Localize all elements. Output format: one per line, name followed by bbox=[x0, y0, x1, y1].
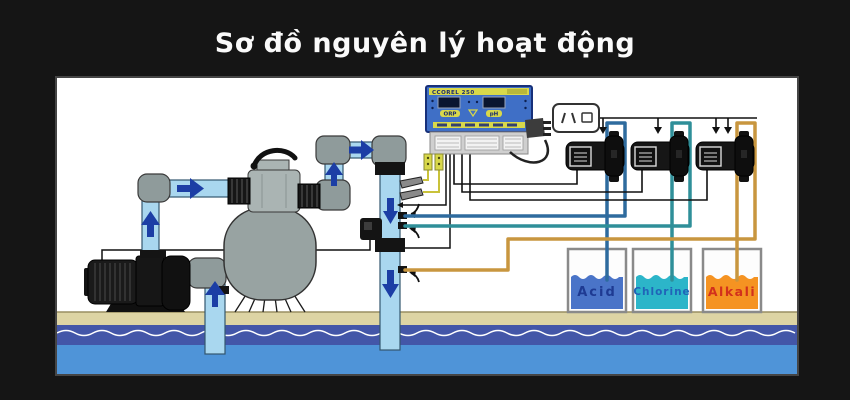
alkali-label: Alkali bbox=[708, 284, 756, 299]
chlorine-liquid bbox=[636, 275, 688, 309]
ph-probe bbox=[399, 188, 424, 201]
valve-couplings bbox=[227, 177, 321, 209]
pool-dosing-diagram: Acid Chlorine Alkali bbox=[57, 85, 797, 374]
alkali-tube bbox=[403, 121, 757, 282]
pump3-control-wire bbox=[469, 154, 708, 201]
flow-arrow-down-return-2 bbox=[382, 270, 399, 298]
pipe-coupling-mid bbox=[375, 238, 405, 252]
chemical-container-alkali: Alkali bbox=[701, 247, 763, 314]
alkali-liquid bbox=[706, 275, 758, 309]
controller-flowsensor-wire bbox=[405, 154, 451, 249]
wave-line bbox=[57, 329, 796, 337]
acid-tube bbox=[403, 121, 627, 282]
pump2-control-wire bbox=[461, 154, 643, 193]
multiport-valve bbox=[227, 148, 321, 213]
pipe-coupling-top bbox=[375, 162, 405, 175]
power-and-control-wires bbox=[453, 117, 757, 201]
flow-arrow-right-top bbox=[349, 140, 374, 160]
controller-header bbox=[429, 88, 529, 95]
pump1-control-wire bbox=[453, 154, 578, 185]
chemical-container-chlorine: Chlorine bbox=[631, 247, 693, 314]
chlorine-tube bbox=[403, 121, 692, 282]
ph-label: pH bbox=[490, 112, 499, 118]
power-outlet bbox=[552, 103, 600, 133]
return-pipe-fittings bbox=[360, 162, 424, 283]
dosing-pump-alkali bbox=[695, 131, 755, 182]
flow-arrows bbox=[141, 140, 399, 307]
chlorine-label: Chlorine bbox=[633, 286, 690, 298]
page-title: Sơ đồ nguyên lý hoạt động bbox=[214, 28, 636, 59]
sensor-signal-wires bbox=[397, 154, 451, 249]
orp-probe bbox=[399, 176, 424, 189]
dosing-controller: CCOREL 250 ORP pH bbox=[423, 85, 550, 171]
orp-label: ORP bbox=[444, 112, 457, 118]
dosing-pump-chlorine bbox=[630, 131, 690, 182]
chemical-tubes bbox=[403, 121, 757, 282]
return-pipe bbox=[379, 163, 401, 351]
valve-handle bbox=[251, 148, 298, 169]
pool-pump bbox=[84, 250, 191, 312]
filter-tank bbox=[223, 207, 317, 301]
flow-arrow-up-suction bbox=[205, 281, 225, 307]
dosing-pump-acid bbox=[565, 131, 625, 182]
flow-arrow-up-riser bbox=[141, 211, 160, 237]
rail-arrowheads bbox=[599, 127, 732, 134]
flow-arrow-down-return-1 bbox=[383, 198, 398, 224]
diagram-panel: Acid Chlorine Alkali bbox=[55, 76, 799, 376]
flow-arrow-right-pump-to-filter bbox=[177, 178, 204, 199]
ph-probe-wire bbox=[423, 170, 440, 193]
power-cord bbox=[509, 139, 550, 164]
pool-deck bbox=[57, 311, 797, 325]
ph-display bbox=[482, 96, 506, 109]
sand-filter bbox=[219, 148, 321, 313]
power-plug bbox=[525, 118, 551, 138]
controller-injector-wire bbox=[403, 154, 447, 206]
orp-probe-wire bbox=[423, 170, 429, 181]
acid-label: Acid bbox=[577, 285, 617, 300]
flow-arrow-up-filter-out bbox=[325, 162, 343, 186]
sensor-terminals bbox=[423, 153, 444, 171]
pool-water bbox=[57, 325, 797, 374]
chemical-container-acid: Acid bbox=[566, 247, 628, 314]
filter-drain bbox=[219, 286, 229, 294]
controller-brand: CCOREL 250 bbox=[432, 90, 475, 96]
orp-display bbox=[437, 96, 461, 109]
injector-fittings bbox=[398, 212, 407, 273]
acid-liquid bbox=[571, 275, 623, 309]
